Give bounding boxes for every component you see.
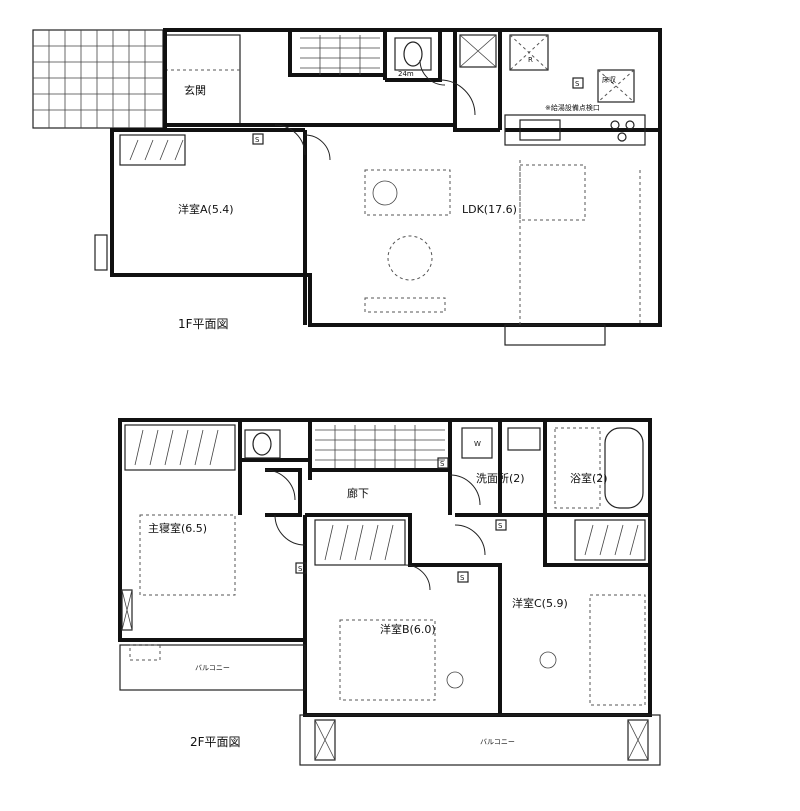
master-bedroom-label: 主寝室(6.5) — [148, 521, 207, 535]
western-a-label: 洋室A(5.4) — [178, 202, 234, 216]
balcony-left — [119, 644, 306, 691]
floor1-title: 1F平面図 — [178, 317, 229, 331]
western-b-closet — [314, 519, 406, 566]
floor2-toilet — [244, 429, 281, 459]
s-mark-2: S — [575, 80, 580, 88]
balcony-left-label: バルコニー — [195, 664, 230, 672]
genkan-area — [164, 34, 241, 126]
washer-mark: W — [474, 440, 481, 448]
kitchen-counter — [504, 114, 646, 146]
s-mark-5: S — [498, 522, 503, 530]
boiler-note-label: ※給湯設備点検口 — [545, 103, 600, 112]
floor-storage-label: 床収 — [602, 75, 616, 84]
corridor-label: 廊下 — [347, 486, 369, 500]
floor1-toilet — [394, 37, 432, 71]
toilet-dim-label: 24m — [398, 70, 414, 78]
s-mark-4: S — [440, 460, 445, 468]
s-mark-6: S — [460, 574, 465, 582]
western-b-label: 洋室B(6.0) — [380, 622, 436, 636]
ldk-label: LDK(17.6) — [462, 203, 517, 216]
floor2-plan: 主寝室(6.5) 廊下 洗面所(2) 浴室(2) 洋室B(6.0) 洋室C(5.… — [118, 418, 661, 766]
western-c-label: 洋室C(5.9) — [512, 596, 568, 610]
entrance-porch — [32, 29, 164, 129]
balcony-right — [299, 714, 661, 766]
floor2-stairs — [315, 425, 445, 468]
s-mark-3: S — [298, 565, 303, 573]
s-mark-1: S — [255, 136, 260, 144]
bath-label: 浴室(2) — [570, 471, 608, 485]
floor2-title: 2F平面図 — [190, 735, 241, 749]
floor1-plan: 玄関 洋室A(5.4) LDK(17.6) 24m R 床収 ※給湯設備点検口 … — [32, 28, 662, 346]
western-c-closet — [574, 519, 646, 561]
ldk-furniture — [364, 160, 641, 325]
washroom-label: 洗面所(2) — [476, 472, 525, 485]
balcony-right-label: バルコニー — [480, 738, 515, 746]
genkan-label: 玄関 — [184, 83, 206, 97]
bathtub — [604, 427, 644, 509]
western-a-closet — [119, 134, 186, 166]
master-closet — [124, 424, 236, 471]
fridge-mark: R — [528, 56, 533, 64]
floor1-stairs — [300, 35, 380, 75]
